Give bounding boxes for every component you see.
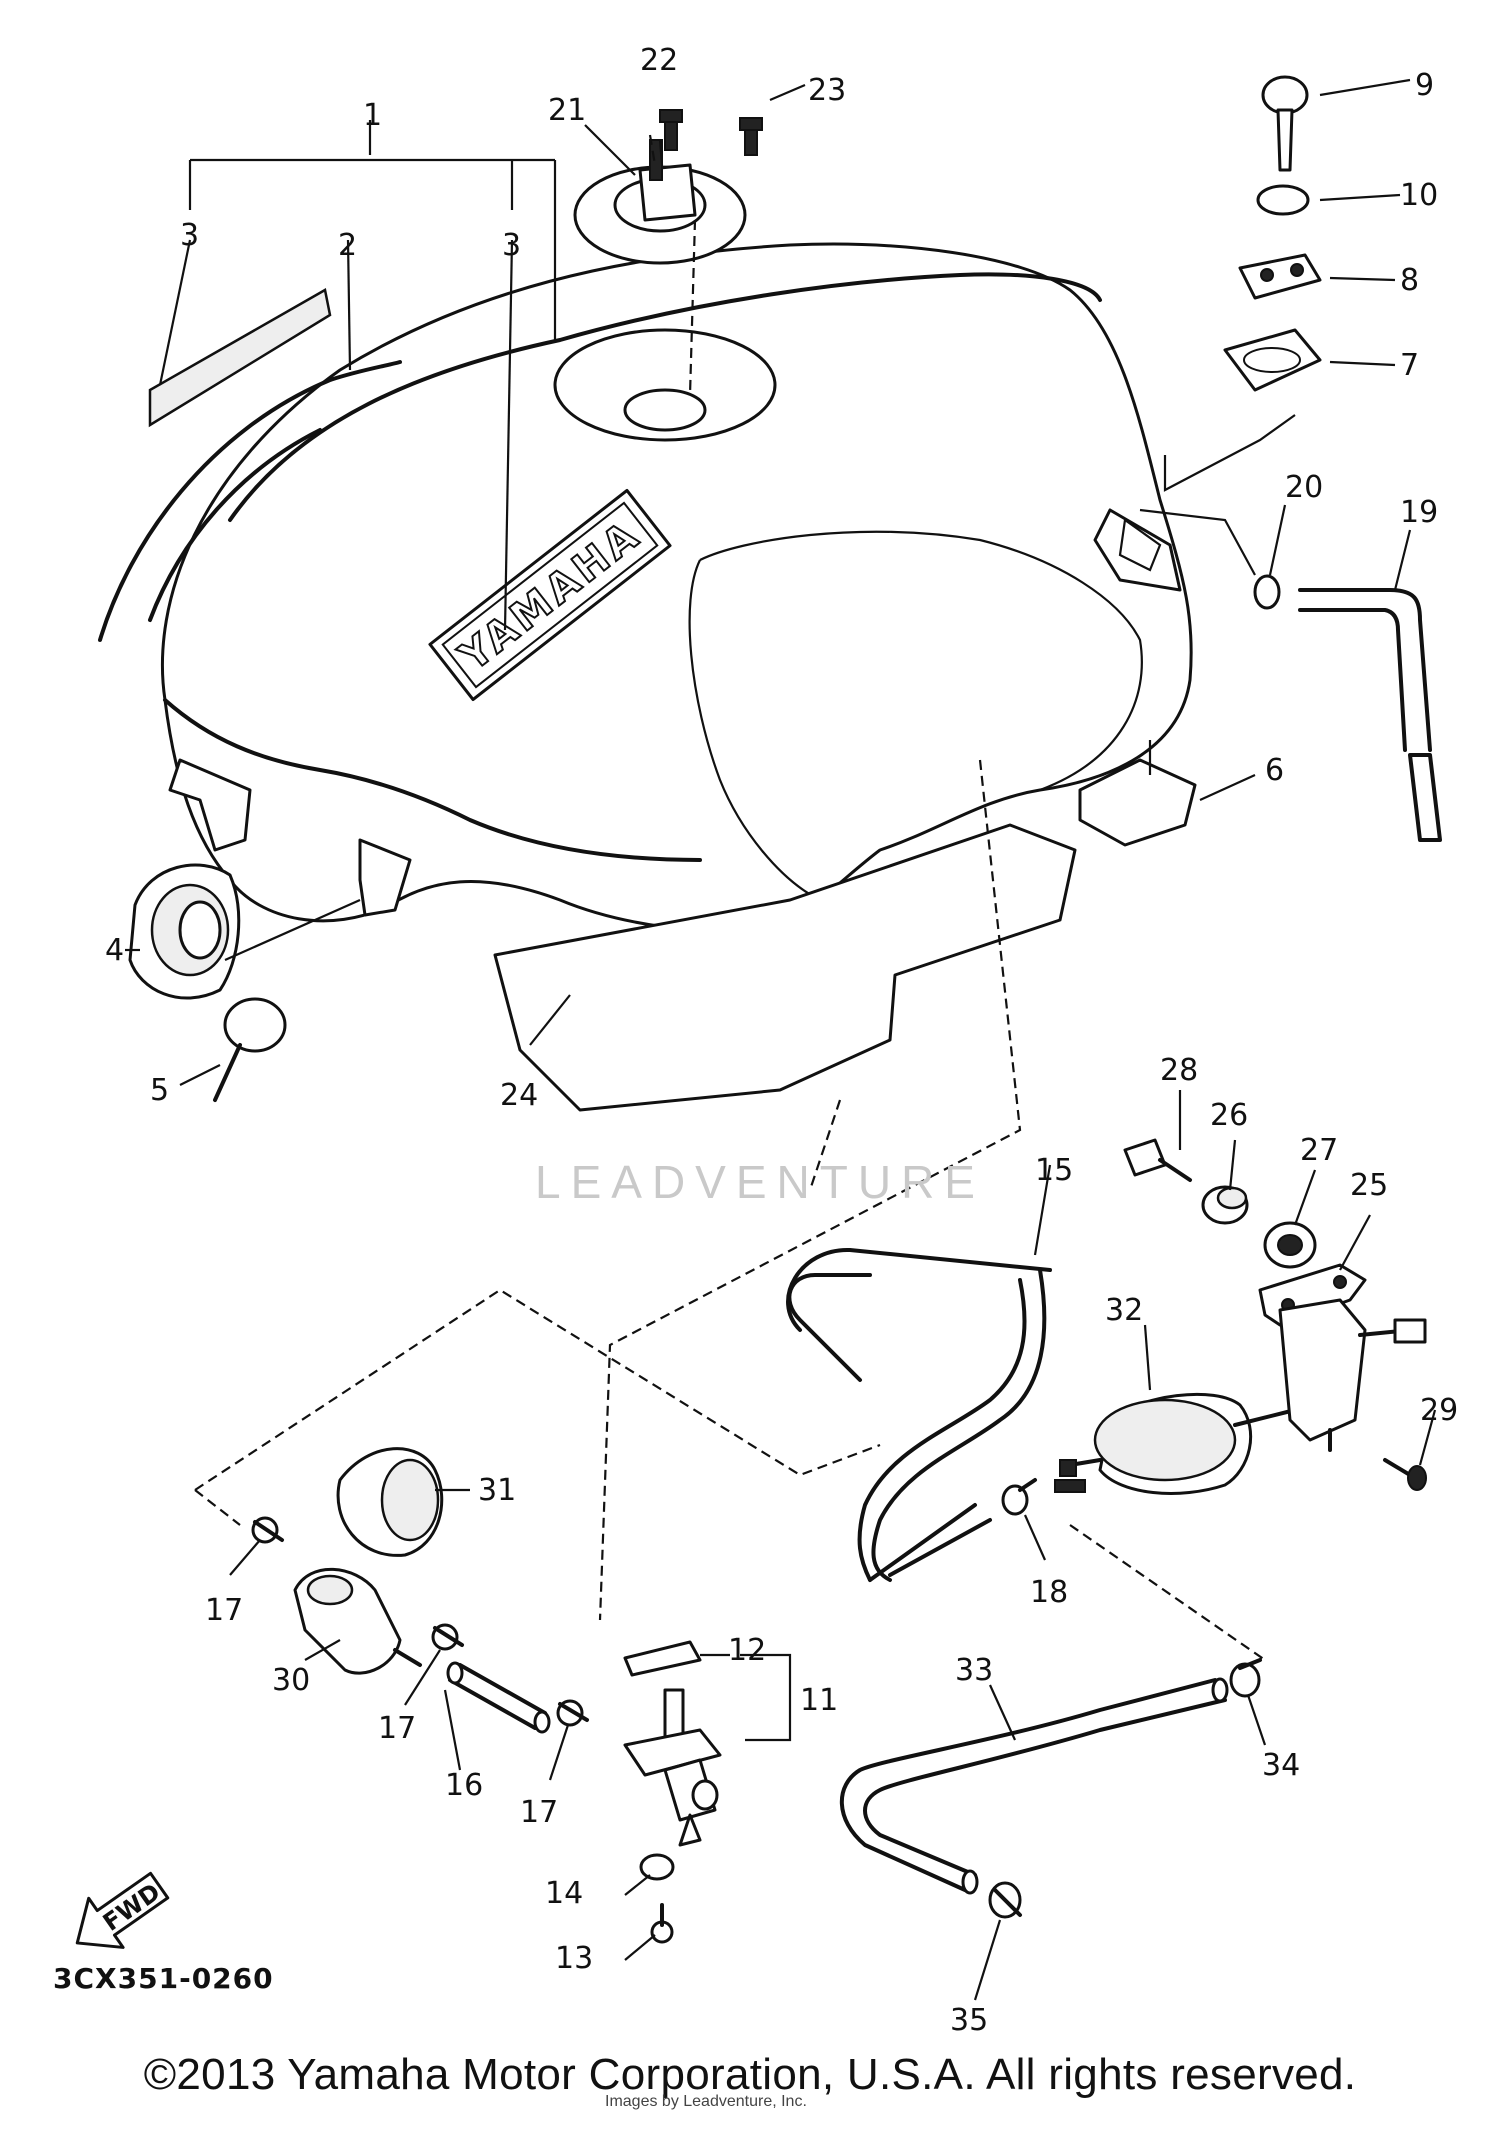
callout-15: 15 (1035, 1153, 1073, 1188)
image-credit: Images by Leadventure, Inc. (605, 2093, 807, 2110)
fuel-tank (98, 242, 1193, 933)
callout-3b: 3 (502, 228, 521, 263)
hose-15 (787, 1273, 872, 1382)
callout-30: 30 (272, 1663, 310, 1698)
callout-29: 29 (1420, 1393, 1458, 1428)
callout-18: 18 (1030, 1575, 1068, 1610)
washer-10 (1256, 184, 1310, 216)
clip-34 (1229, 1658, 1262, 1698)
callout-32: 32 (1105, 1293, 1143, 1328)
callout-17c: 17 (520, 1795, 558, 1830)
screw-29 (1383, 1458, 1427, 1491)
emblem-strip (148, 288, 332, 428)
cap-4 (128, 863, 241, 1000)
callout-28: 28 (1160, 1053, 1198, 1088)
callout-24: 24 (500, 1078, 538, 1113)
gasket-12 (623, 1640, 702, 1677)
callouts: 1 2 3 3 4 5 6 7 8 9 10 11 12 13 14 15 16… (105, 43, 1458, 2038)
callout-7: 7 (1400, 348, 1419, 383)
fuel-strainer-31 (336, 1447, 444, 1557)
callout-35: 35 (950, 2003, 988, 2038)
diagram-code: 3CX351-0260 (53, 1962, 274, 1995)
damper-8 (1238, 253, 1322, 300)
callout-11: 11 (800, 1683, 838, 1718)
fuel-filter-32 (1054, 1392, 1297, 1495)
collar-26 (1201, 1185, 1249, 1225)
callout-22: 22 (640, 43, 678, 78)
callout-8: 8 (1400, 263, 1419, 298)
callout-12: 12 (728, 1633, 766, 1668)
callout-31: 31 (478, 1473, 516, 1508)
clip-17b (431, 1623, 464, 1651)
callout-6: 6 (1265, 753, 1284, 788)
callout-20: 20 (1285, 470, 1323, 505)
callout-23: 23 (808, 73, 846, 108)
callout-5: 5 (150, 1073, 169, 1108)
callout-16: 16 (445, 1768, 483, 1803)
callout-1: 1 (363, 98, 382, 133)
fuel-cap (573, 139, 747, 265)
cap-bolt-22 (659, 109, 683, 151)
watermark: LEADVENTURE (535, 1156, 985, 1208)
callout-26: 26 (1210, 1098, 1248, 1133)
bolt-9 (1261, 75, 1309, 172)
screw-13 (650, 1903, 674, 1944)
fwd-arrow-icon: FWD (75, 1871, 170, 1949)
clip-17a (251, 1516, 284, 1544)
callout-34: 34 (1262, 1748, 1300, 1783)
oring-14 (639, 1853, 675, 1881)
callout-27: 27 (1300, 1133, 1338, 1168)
damper-6 (1078, 758, 1197, 847)
callout-21: 21 (548, 93, 586, 128)
fuel-pump-bracket-25 (1258, 1263, 1427, 1452)
grommet-27 (1263, 1221, 1317, 1269)
clip-20 (1253, 574, 1281, 610)
callout-33: 33 (955, 1653, 993, 1688)
callout-2: 2 (338, 228, 357, 263)
band-5 (213, 997, 287, 1102)
callout-19: 19 (1400, 495, 1438, 530)
fuel-filter-30 (293, 1567, 422, 1675)
callout-10: 10 (1400, 178, 1438, 213)
cap-bolt-23 (739, 117, 763, 156)
clip-18 (1001, 1478, 1037, 1516)
callout-4: 4 (105, 933, 124, 968)
clip-35 (988, 1881, 1022, 1919)
heat-shield-plate (493, 823, 1077, 1112)
callout-17b: 17 (378, 1711, 416, 1746)
assembly-lines (194, 134, 1296, 1661)
callout-13: 13 (555, 1941, 593, 1976)
hose-16 (446, 1661, 551, 1734)
callout-25: 25 (1350, 1168, 1388, 1203)
callout-14: 14 (545, 1876, 583, 1911)
clip-17c (556, 1699, 589, 1727)
copyright-notice: ©2013 Yamaha Motor Corporation, U.S.A. A… (143, 2050, 1357, 2099)
fuel-cock-11 (623, 1688, 722, 1847)
hose-33 (839, 1677, 1229, 1895)
callout-9: 9 (1415, 68, 1434, 103)
damper-7 (1223, 328, 1322, 392)
callout-17a: 17 (205, 1593, 243, 1628)
leader-lines (125, 78, 1437, 2001)
bolt-28 (1123, 1138, 1192, 1182)
callout-3a: 3 (180, 218, 199, 253)
breather-hose-19 (1298, 588, 1432, 752)
